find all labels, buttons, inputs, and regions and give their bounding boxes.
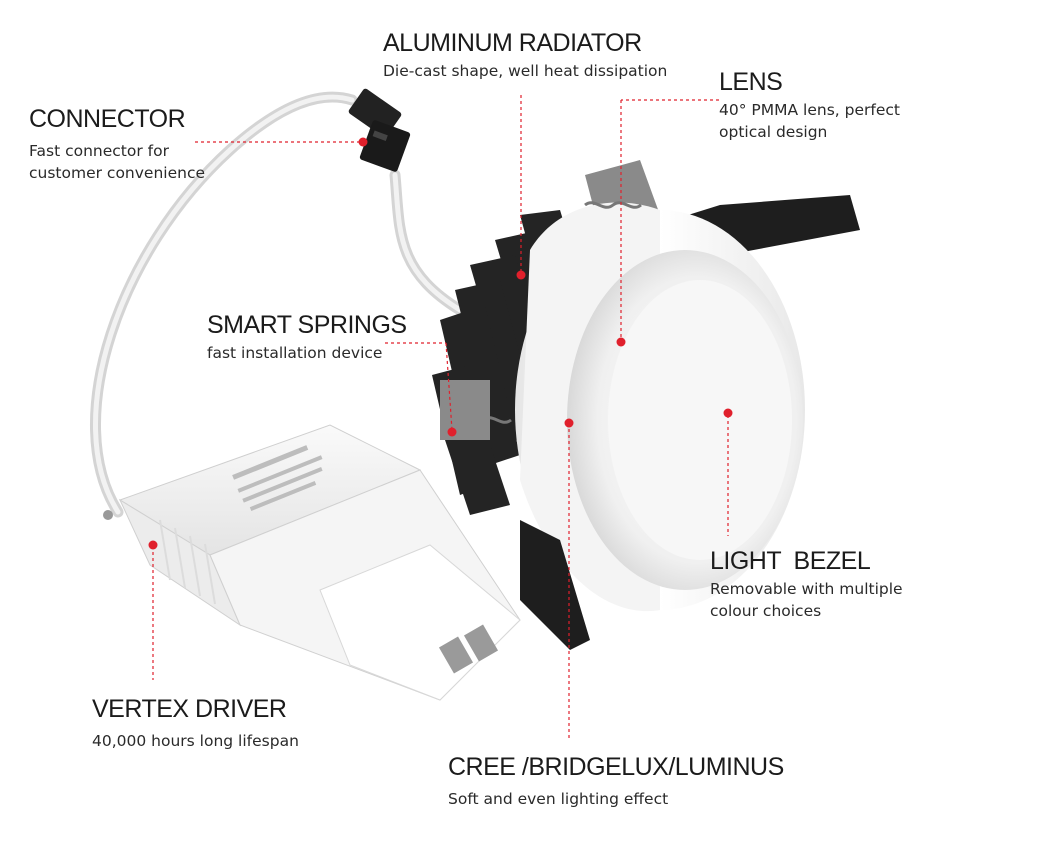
leader-lines	[152, 95, 729, 738]
connector-icon	[348, 88, 411, 172]
light-bezel	[515, 202, 805, 612]
callout-lens: LENS 40° PMMA lens, perfect optical desi…	[719, 67, 900, 143]
leader-dots	[148, 137, 733, 550]
desc-line: Removable with multiple	[710, 580, 903, 598]
bottom-clip	[520, 520, 590, 650]
callout-title: LENS	[719, 68, 783, 96]
callout-smart-springs: SMART SPRINGS fast installation device	[207, 310, 407, 364]
callout-title: SMART SPRINGS	[207, 311, 407, 339]
callout-connector: CONNECTOR Fast connector for customer co…	[29, 104, 205, 184]
callout-title: CONNECTOR	[29, 105, 186, 133]
callout-desc: 40,000 hours long lifespan	[92, 730, 299, 752]
callout-title: LIGHT BEZEL	[710, 547, 871, 575]
callout-vertex-driver: VERTEX DRIVER 40,000 hours long lifespan	[92, 694, 299, 752]
led-driver-icon	[103, 424, 521, 701]
callout-desc: 40° PMMA lens, perfect optical design	[719, 99, 900, 143]
callout-title: VERTEX DRIVER	[92, 695, 287, 723]
callout-desc: Fast connector for customer convenience	[29, 140, 205, 184]
desc-line: Fast connector for	[29, 142, 169, 160]
callout-title: CREE /BRIDGELUX/LUMINUS	[448, 753, 784, 781]
callout-desc: Die-cast shape, well heat dissipation	[383, 60, 667, 82]
desc-line: Die-cast shape, well heat dissipation	[383, 62, 668, 80]
desc-line: customer convenience	[29, 164, 206, 182]
callout-desc: fast installation device	[207, 342, 407, 364]
desc-line: Soft and even lighting effect	[448, 790, 669, 808]
callout-desc: Soft and even lighting effect	[448, 788, 784, 810]
desc-line: optical design	[719, 123, 828, 141]
callout-title: ALUMINUM RADIATOR	[383, 29, 642, 57]
desc-line: colour choices	[710, 602, 822, 620]
desc-line: 40° PMMA lens, perfect	[719, 101, 900, 119]
desc-line: fast installation device	[207, 344, 383, 362]
desc-line: 40,000 hours long lifespan	[92, 732, 299, 750]
callout-aluminum-radiator: ALUMINUM RADIATOR Die-cast shape, well h…	[383, 28, 667, 82]
callout-light-bezel: LIGHT BEZEL Removable with multiple colo…	[710, 546, 903, 622]
callout-led-chip: CREE /BRIDGELUX/LUMINUS Soft and even li…	[448, 752, 784, 810]
callout-desc: Removable with multiple colour choices	[710, 578, 903, 622]
